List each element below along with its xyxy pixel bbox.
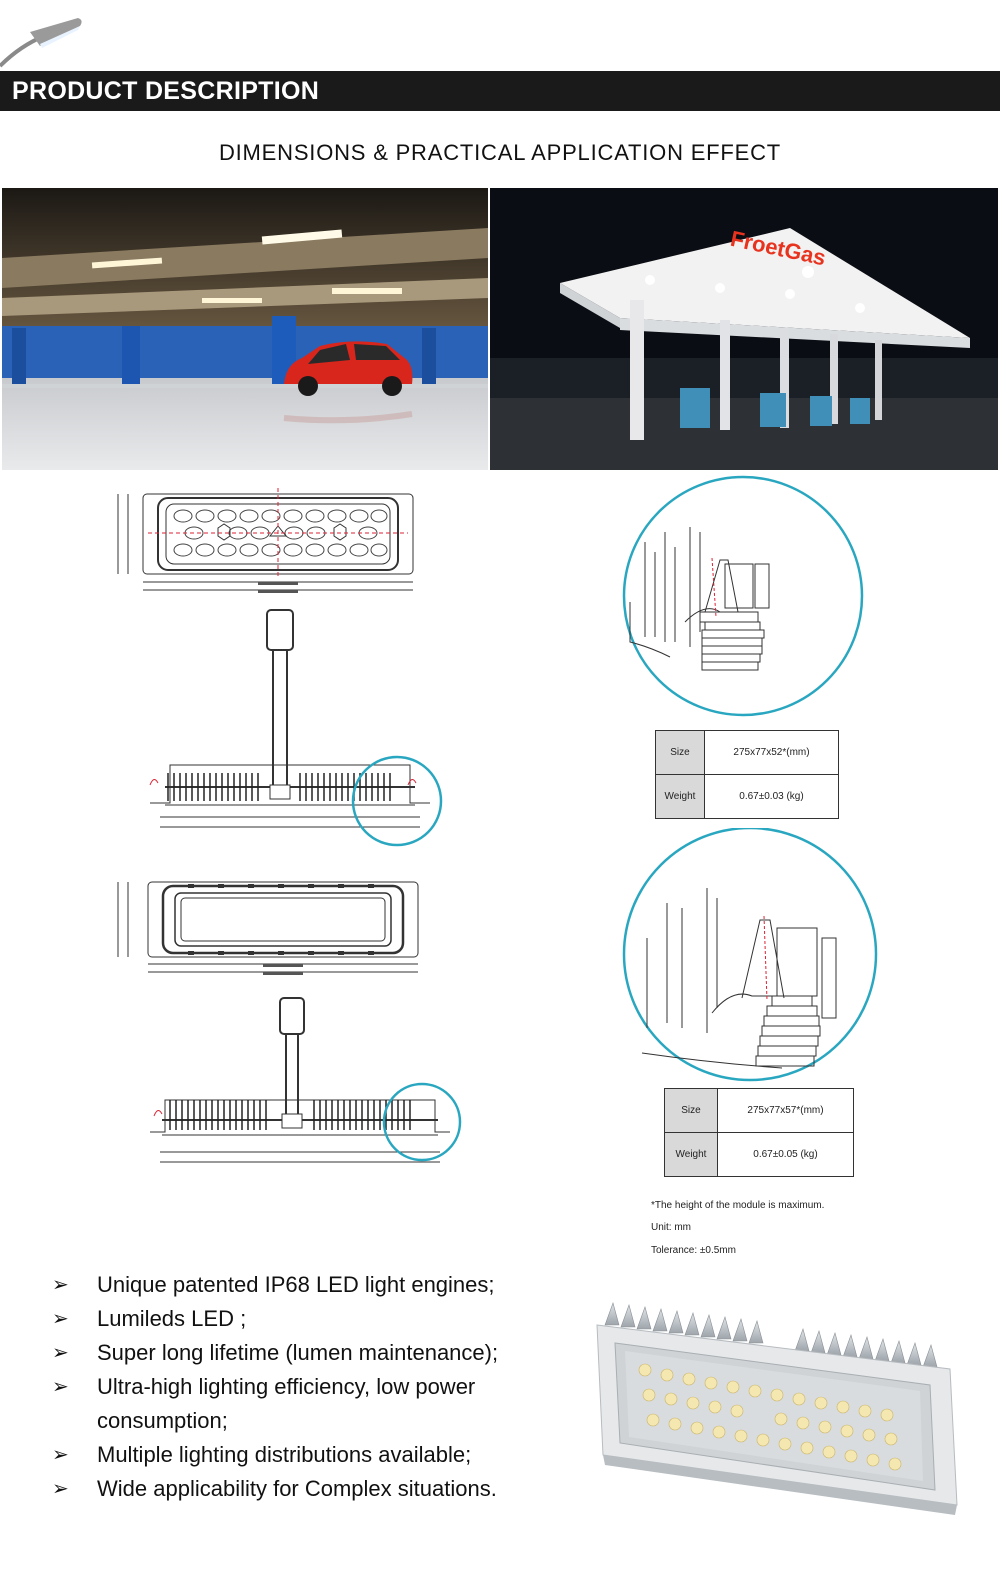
module-top-view-drawing: [117, 488, 414, 593]
streetlight-icon: [0, 18, 82, 68]
arrow-bullet-icon: ➢: [52, 1376, 69, 1398]
spec-value: 275x77x52*(mm): [704, 730, 839, 775]
spec-table-1: Size 275x77x52*(mm) Weight 0.67±0.03 (kg…: [655, 730, 839, 819]
spec-key: Size: [655, 730, 705, 775]
feature-list: ➢ Unique patented IP68 LED light engines;…: [52, 1268, 572, 1506]
feature-text: Unique patented IP68 LED light engines;: [97, 1272, 495, 1297]
arrow-bullet-icon: ➢: [52, 1342, 69, 1364]
feature-text: Multiple lighting distributions availabl…: [97, 1442, 472, 1467]
arrow-bullet-icon: ➢: [52, 1274, 69, 1296]
spec-value: 0.67±0.05 (kg): [717, 1132, 854, 1177]
list-item: ➢ Wide applicability for Complex situatio…: [52, 1472, 572, 1506]
list-item: ➢ Unique patented IP68 LED light engines;: [52, 1268, 572, 1302]
note-height: *The height of the module is maximum.: [651, 1200, 825, 1211]
spec-value: 0.67±0.03 (kg): [704, 774, 839, 819]
spec-row-size: Size 275x77x57*(mm): [664, 1088, 854, 1133]
arrow-bullet-icon: ➢: [52, 1308, 69, 1330]
list-item: ➢ Ultra-high lighting efficiency, low pow…: [52, 1370, 537, 1438]
parking-garage-photo: [2, 188, 488, 470]
detail-magnifier-1: [622, 475, 864, 717]
feature-text: Lumileds LED ;: [97, 1306, 247, 1331]
section-banner: [0, 71, 1000, 111]
spec-key: Weight: [655, 774, 705, 819]
list-item: ➢ Lumileds LED ;: [52, 1302, 572, 1336]
spec-key: Weight: [664, 1132, 718, 1177]
list-item: ➢ Super long lifetime (lumen maintenance)…: [52, 1336, 572, 1370]
arrow-bullet-icon: ➢: [52, 1444, 69, 1466]
note-tolerance: Tolerance: ±0.5mm: [651, 1245, 736, 1256]
spec-table-2: Size 275x77x57*(mm) Weight 0.67±0.05 (kg…: [664, 1088, 854, 1177]
list-item: ➢ Multiple lighting distributions availab…: [52, 1438, 572, 1472]
spec-row-weight: Weight 0.67±0.05 (kg): [664, 1132, 854, 1177]
feature-text: Wide applicability for Complex situation…: [97, 1476, 497, 1501]
section-subtitle: DIMENSIONS & PRACTICAL APPLICATION EFFEC…: [218, 140, 782, 165]
gas-station-photo: FroetGas: [490, 188, 998, 470]
feature-text: Super long lifetime (lumen maintenance);: [97, 1340, 499, 1365]
led-module-product-photo: [596, 1302, 958, 1515]
spec-row-size: Size 275x77x52*(mm): [655, 730, 839, 775]
module-top-view-drawing-2: [117, 881, 419, 975]
arrow-bullet-icon: ➢: [52, 1478, 69, 1500]
spec-row-weight: Weight 0.67±0.03 (kg): [655, 774, 839, 819]
page-title: PRODUCT DESCRIPTION: [12, 77, 320, 105]
spec-value: 275x77x57*(mm): [717, 1088, 854, 1133]
detail-magnifier-2: [622, 828, 878, 1082]
module-side-view-drawing-2: [150, 997, 462, 1163]
spec-key: Size: [664, 1088, 718, 1133]
module-side-view-drawing: [149, 609, 443, 847]
note-unit: Unit: mm: [651, 1222, 691, 1233]
feature-text: Ultra-high lighting efficiency, low powe…: [97, 1374, 476, 1433]
